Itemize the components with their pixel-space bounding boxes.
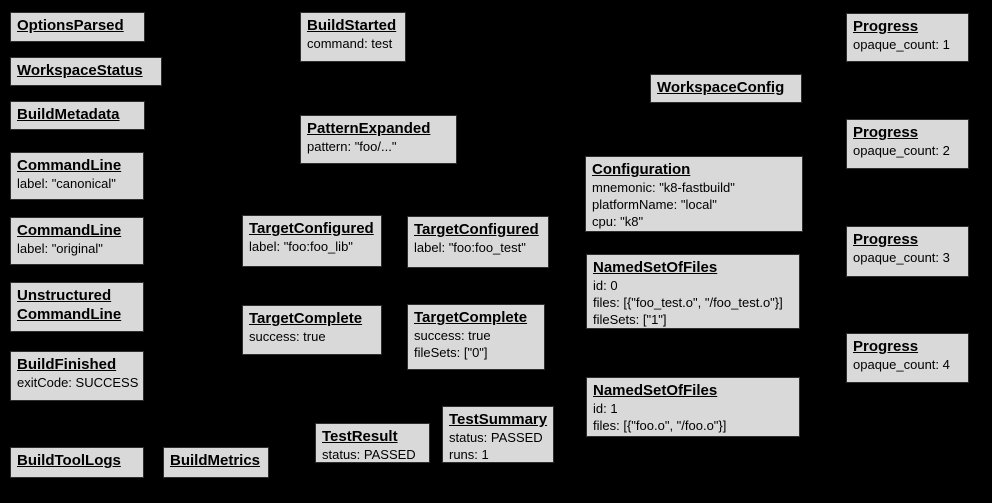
event-field: status: PASSED bbox=[322, 447, 416, 462]
event-field: pattern: "foo/..." bbox=[307, 139, 397, 154]
event-box-unstructured-command-line: Unstructured CommandLine bbox=[10, 282, 144, 332]
event-box-configuration: Configuration mnemonic: "k8-fastbuild" p… bbox=[585, 156, 803, 232]
event-title: NamedSetOfFiles bbox=[593, 259, 718, 276]
event-field: id: 0 bbox=[593, 278, 618, 293]
event-title: PatternExpanded bbox=[307, 120, 431, 137]
event-box-test-result: TestResult status: PASSED bbox=[315, 423, 430, 463]
event-box-named-set-of-files-1: NamedSetOfFiles id: 1 files: [{"foo.o", … bbox=[586, 377, 800, 437]
event-field: label: "foo:foo_test" bbox=[414, 240, 526, 255]
event-title: BuildMetadata bbox=[17, 106, 120, 123]
event-title: WorkspaceStatus bbox=[17, 62, 143, 79]
event-box-build-metrics: BuildMetrics bbox=[163, 447, 269, 478]
event-box-build-tool-logs: BuildToolLogs bbox=[10, 447, 144, 478]
event-title: Progress bbox=[853, 124, 919, 141]
event-field: status: PASSED bbox=[449, 430, 543, 445]
event-title: Progress bbox=[853, 231, 919, 248]
event-field: command: test bbox=[307, 36, 393, 51]
event-box-command-line-original: CommandLine label: "original" bbox=[10, 217, 144, 265]
event-title: WorkspaceConfig bbox=[657, 79, 785, 96]
event-box-build-metadata: BuildMetadata bbox=[10, 101, 145, 130]
event-field: opaque_count: 3 bbox=[853, 250, 950, 265]
event-box-progress-3: Progress opaque_count: 3 bbox=[846, 226, 969, 277]
event-field: fileSets: ["0"] bbox=[414, 345, 488, 360]
event-box-build-started: BuildStarted command: test bbox=[300, 12, 406, 62]
event-box-named-set-of-files-0: NamedSetOfFiles id: 0 files: [{"foo_test… bbox=[586, 254, 800, 329]
event-field: label: "foo:foo_lib" bbox=[249, 239, 353, 254]
event-box-workspace-config: WorkspaceConfig bbox=[650, 74, 802, 103]
event-title: CommandLine bbox=[17, 222, 122, 239]
event-field: id: 1 bbox=[593, 401, 618, 416]
event-field: exitCode: SUCCESS bbox=[17, 375, 139, 390]
event-title: BuildStarted bbox=[307, 17, 397, 34]
event-title: OptionsParsed bbox=[17, 17, 124, 34]
event-field: files: [{"foo.o", "/foo.o"}] bbox=[593, 418, 727, 433]
event-field: fileSets: ["1"] bbox=[593, 312, 667, 327]
event-title: Unstructured CommandLine bbox=[17, 287, 122, 323]
event-box-options-parsed: OptionsParsed bbox=[10, 12, 145, 42]
event-field: opaque_count: 1 bbox=[853, 37, 950, 52]
event-field: files: [{"foo_test.o", "/foo_test.o"}] bbox=[593, 295, 783, 310]
event-field: opaque_count: 2 bbox=[853, 143, 950, 158]
event-title: BuildMetrics bbox=[170, 452, 261, 469]
event-field: mnemonic: "k8-fastbuild" bbox=[592, 180, 735, 195]
event-field: platformName: "local" bbox=[592, 197, 717, 212]
event-box-target-complete-test: TargetComplete success: true fileSets: [… bbox=[407, 304, 545, 370]
event-field: opaque_count: 4 bbox=[853, 357, 950, 372]
event-box-test-summary: TestSummary status: PASSED runs: 1 bbox=[442, 406, 554, 463]
event-title: CommandLine bbox=[17, 157, 122, 174]
event-title: Configuration bbox=[592, 161, 691, 178]
event-box-command-line-canonical: CommandLine label: "canonical" bbox=[10, 152, 144, 200]
event-title: TargetComplete bbox=[249, 310, 363, 327]
event-title: NamedSetOfFiles bbox=[593, 382, 718, 399]
event-title: TargetComplete bbox=[414, 309, 528, 326]
event-title: TestResult bbox=[322, 428, 398, 445]
event-box-progress-2: Progress opaque_count: 2 bbox=[846, 119, 969, 169]
event-field: cpu: "k8" bbox=[592, 214, 644, 229]
event-box-target-configured-test: TargetConfigured label: "foo:foo_test" bbox=[407, 216, 549, 268]
event-title: TargetConfigured bbox=[414, 221, 539, 238]
event-field: success: true bbox=[414, 328, 491, 343]
event-field: label: "canonical" bbox=[17, 176, 116, 191]
event-box-pattern-expanded: PatternExpanded pattern: "foo/..." bbox=[300, 115, 457, 164]
event-title: BuildToolLogs bbox=[17, 452, 121, 469]
event-box-target-configured-lib: TargetConfigured label: "foo:foo_lib" bbox=[242, 215, 382, 267]
event-field: success: true bbox=[249, 329, 326, 344]
event-box-progress-4: Progress opaque_count: 4 bbox=[846, 333, 969, 383]
event-field: label: "original" bbox=[17, 241, 103, 256]
event-title: TargetConfigured bbox=[249, 220, 374, 237]
event-title: Progress bbox=[853, 18, 919, 35]
event-title: TestSummary bbox=[449, 411, 548, 428]
event-box-build-finished: BuildFinished exitCode: SUCCESS bbox=[10, 351, 144, 401]
event-title: Progress bbox=[853, 338, 919, 355]
event-box-workspace-status: WorkspaceStatus bbox=[10, 57, 162, 86]
event-title: BuildFinished bbox=[17, 356, 117, 373]
event-field: runs: 1 bbox=[449, 447, 489, 462]
event-box-progress-1: Progress opaque_count: 1 bbox=[846, 13, 969, 62]
event-box-target-complete-lib: TargetComplete success: true bbox=[242, 305, 382, 355]
